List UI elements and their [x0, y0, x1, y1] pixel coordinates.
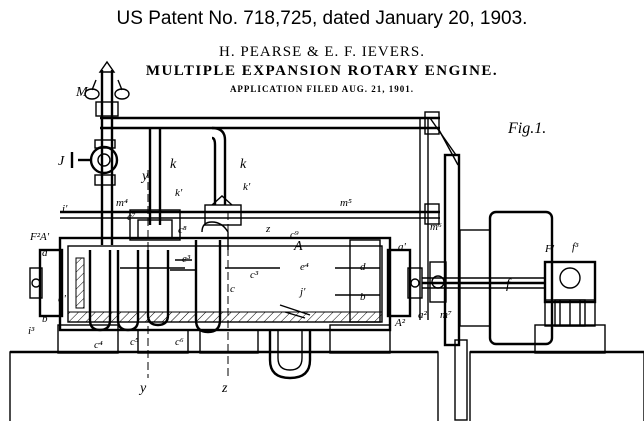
label-e4: e⁴: [300, 261, 309, 273]
label-A: A: [293, 239, 303, 254]
label-b-right: b: [360, 291, 366, 303]
label-i1: i': [62, 203, 68, 215]
reference-labels: Fig.1. M J y k k k' k' m⁴ c⁷ i' F²A' d c…: [28, 85, 579, 396]
label-a2: a²: [418, 309, 428, 321]
drive-belt: [429, 117, 459, 166]
label-m6: m⁶: [430, 221, 442, 233]
label-c8: c⁸: [178, 224, 187, 236]
label-k-prime-2: k': [243, 181, 251, 193]
foundation-base: [9, 339, 644, 421]
label-d-left: d: [42, 247, 48, 259]
flywheel: [443, 153, 554, 347]
figure-label: Fig.1.: [507, 120, 546, 137]
label-c6: c⁶: [175, 336, 184, 348]
main-cylinder: [29, 236, 545, 332]
patent-title: MULTIPLE EXPANSION ROTARY ENGINE.: [145, 63, 499, 79]
label-c-mid: c: [230, 283, 235, 295]
valve-chest: [129, 195, 242, 241]
label-f: f: [506, 277, 512, 292]
label-k-prime-1: k': [175, 187, 183, 199]
label-j1: j': [298, 286, 306, 298]
label-b-left: b: [42, 313, 48, 325]
label-J: J: [58, 154, 65, 169]
label-m5: m⁵: [340, 197, 352, 209]
label-A2: A²: [394, 317, 406, 329]
label-a1-left: a': [58, 293, 67, 305]
label-k-2: k: [240, 157, 247, 172]
label-y-top: y: [140, 169, 149, 184]
label-c5: c⁵: [130, 336, 139, 348]
label-c4: c⁴: [94, 339, 103, 351]
label-f3: f³: [572, 241, 579, 253]
label-c3: c³: [250, 269, 259, 281]
label-y-bottom: y: [138, 381, 147, 396]
label-e3: e³: [182, 253, 191, 265]
section-lines: [147, 170, 229, 378]
label-k-1: k: [170, 157, 177, 172]
label-F1: F': [544, 243, 555, 255]
label-F2A1: F²A': [29, 231, 50, 243]
label-c7: c⁷: [127, 211, 136, 223]
label-m4: m⁴: [116, 197, 128, 209]
patent-inventors: H. PEARSE & E. F. IEVERS.: [219, 44, 425, 60]
patent-caption: US Patent No. 718,725, dated January 20,…: [116, 8, 528, 29]
label-z-bottom: z: [221, 381, 228, 396]
label-z-top: z: [265, 223, 271, 235]
drain-trap: [268, 330, 312, 380]
governor-assembly: [70, 60, 130, 245]
steam-pipes: [60, 111, 440, 320]
expansion-chambers: [75, 221, 381, 334]
label-d-right: d: [360, 261, 366, 273]
label-i3: i³: [28, 325, 35, 337]
end-bearing-right: [429, 261, 447, 303]
patent-filing-date: APPLICATION FILED AUG. 21, 1901.: [229, 84, 415, 94]
label-a1-right: a': [398, 241, 407, 253]
label-M: M: [75, 85, 89, 100]
outboard-bearing: [543, 260, 597, 327]
label-m7: m⁷: [440, 309, 452, 321]
cylinder-supports: [57, 299, 606, 354]
label-c9: c⁹: [290, 229, 299, 241]
